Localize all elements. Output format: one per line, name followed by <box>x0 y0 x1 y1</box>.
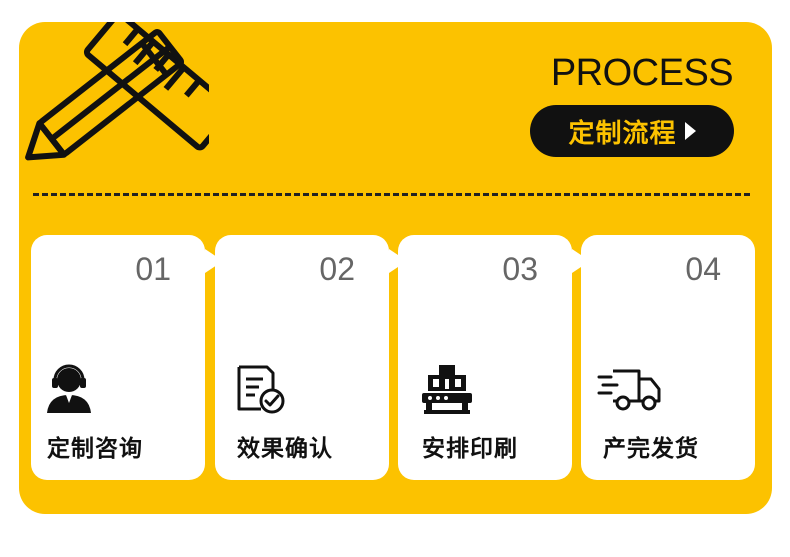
delivery-truck-icon <box>597 369 661 411</box>
document-check-icon <box>237 365 285 414</box>
printing-machine-icon <box>422 365 472 414</box>
step-label: 定制咨询 <box>47 435 143 461</box>
pencil-ruler-icon <box>25 22 209 161</box>
step-number: 04 <box>685 251 721 287</box>
step-number: 03 <box>502 251 538 287</box>
step-label: 安排印刷 <box>422 435 518 461</box>
step-label: 效果确认 <box>237 435 333 461</box>
step-number: 01 <box>135 251 171 287</box>
step-card-3[interactable]: 03 安排印刷 <box>398 235 590 480</box>
step-label: 产完发货 <box>603 435 699 461</box>
customer-service-icon <box>47 364 91 413</box>
process-panel: PROCESS 定制流程 01 定制咨询 02 效果确 <box>19 22 772 514</box>
process-title: PROCESS <box>550 52 734 94</box>
step-card-4[interactable]: 04 产完发货 <box>581 235 755 480</box>
step-card-2[interactable]: 02 效果确认 <box>215 235 407 480</box>
play-arrow-icon <box>684 122 696 140</box>
process-badge-label: 定制流程 <box>568 117 677 148</box>
step-card-1[interactable]: 01 定制咨询 <box>31 235 223 480</box>
process-badge[interactable]: 定制流程 <box>530 105 734 157</box>
dashed-divider <box>33 193 750 196</box>
step-number: 02 <box>319 251 355 287</box>
